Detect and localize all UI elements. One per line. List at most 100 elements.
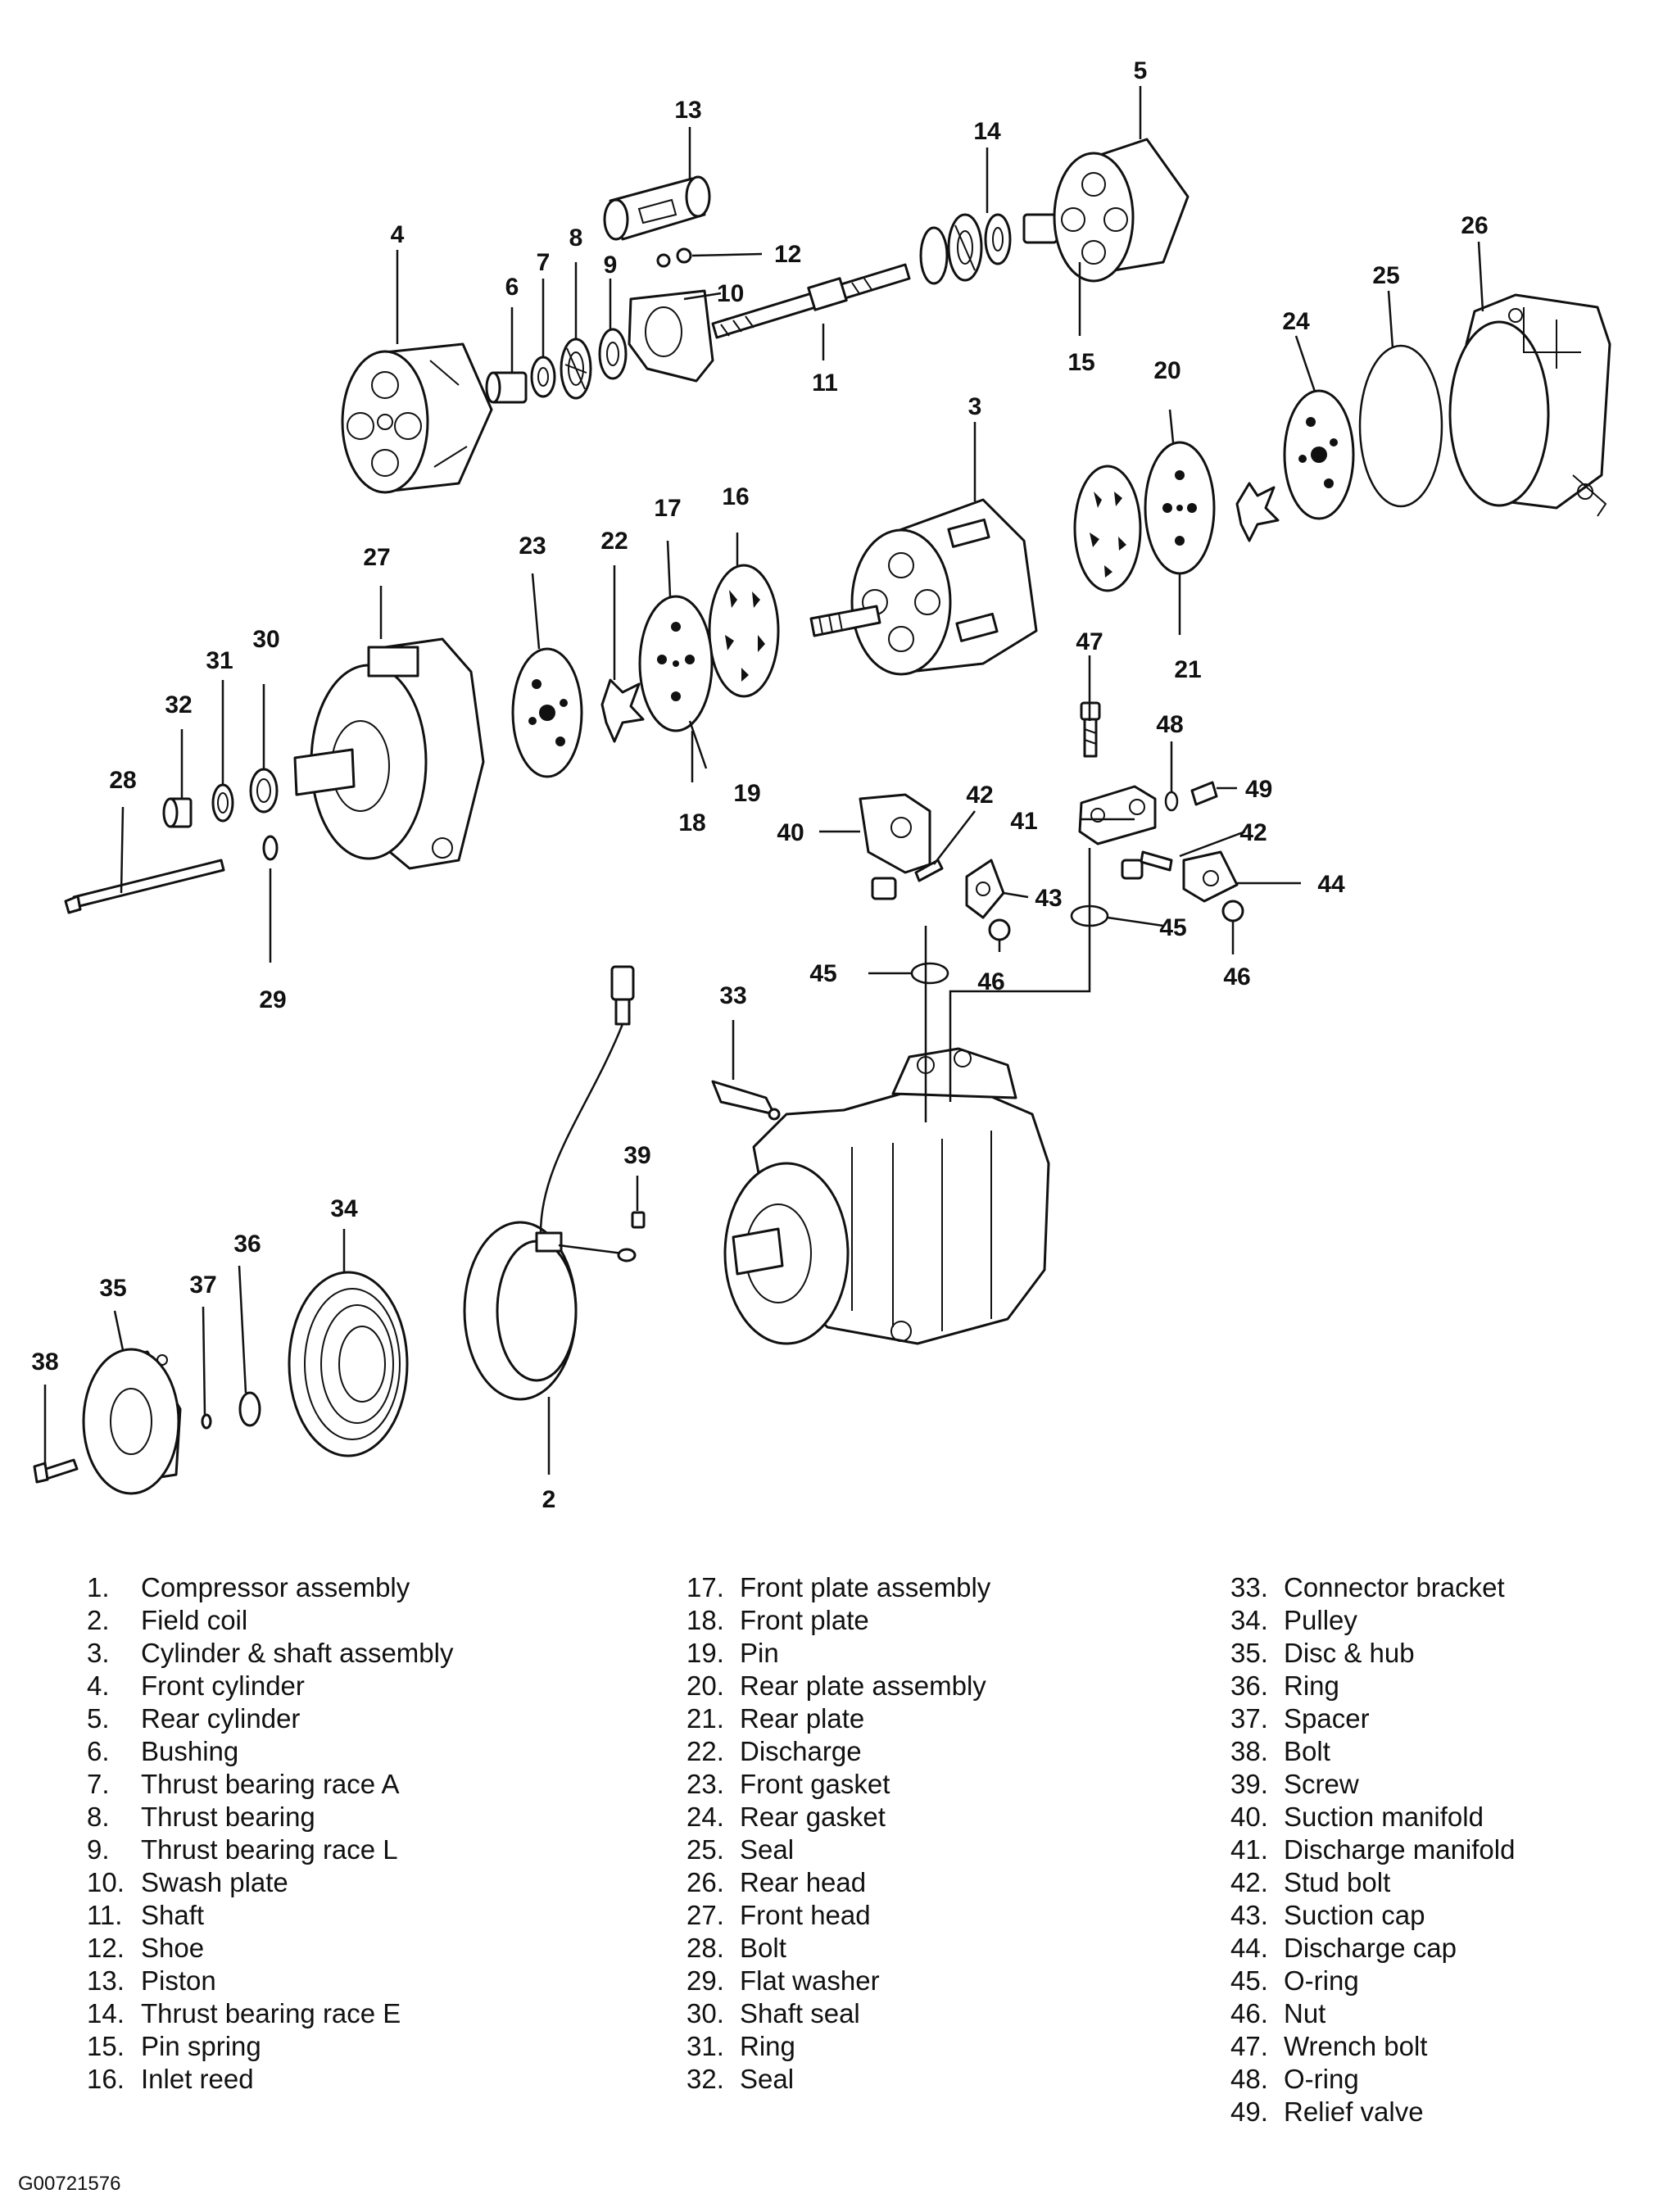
- legend-text: Relief valve: [1284, 2096, 1424, 2127]
- legend-text: Discharge manifold: [1284, 1834, 1516, 1865]
- legend-item: 2. Field coil: [87, 1604, 453, 1637]
- callout-37: 37: [189, 1271, 216, 1299]
- callout-8: 8: [569, 224, 583, 252]
- suction-cap: [965, 859, 1005, 919]
- legend-text: Thrust bearing race E: [141, 1998, 401, 2028]
- legend-text: Field coil: [141, 1605, 248, 1635]
- shaft: [711, 263, 911, 339]
- legend-number: 7.: [87, 1769, 110, 1799]
- legend-item: 27.Front head: [687, 1899, 990, 1932]
- legend-number: 2.: [87, 1605, 110, 1635]
- rear-head: [1448, 293, 1611, 517]
- wrench-bolt: [1080, 701, 1101, 758]
- legend-text: Bolt: [1284, 1736, 1330, 1766]
- legend-text: O-ring: [1284, 1965, 1359, 1996]
- front-gasket: [511, 647, 583, 778]
- bolt-28: [64, 859, 225, 914]
- legend-number: 3.: [87, 1638, 110, 1668]
- legend-number: 24.: [687, 1802, 724, 1832]
- legend-number: 18.: [687, 1605, 724, 1635]
- field-coil: [463, 965, 637, 1401]
- legend-item: 30.Shaft seal: [687, 1997, 990, 2030]
- legend-item: 5.Rear cylinder: [87, 1702, 453, 1735]
- callout-12: 12: [774, 241, 801, 268]
- legend-text: Spacer: [1284, 1703, 1370, 1734]
- legend-text: Rear gasket: [740, 1802, 886, 1832]
- legend-text: Front head: [740, 1900, 871, 1930]
- legend-number: 36.: [1230, 1670, 1268, 1701]
- legend-item: 29.Flat washer: [687, 1965, 990, 1997]
- legend-text: Flat washer: [740, 1965, 880, 1996]
- legend-item: 15.Pin spring: [87, 2030, 453, 2063]
- callout-43: 43: [1035, 885, 1062, 912]
- legend-number: 38.: [1230, 1736, 1268, 1766]
- callout-5: 5: [1134, 57, 1148, 84]
- legend-number: 45.: [1230, 1965, 1268, 1996]
- callout-14: 14: [973, 118, 1001, 145]
- nut-46-left: [988, 918, 1011, 941]
- discharge-manifold: [1078, 785, 1157, 845]
- legend-item: 16.Inlet reed: [87, 2063, 453, 2096]
- legend-item: 17.Front plate assembly: [687, 1571, 990, 1604]
- legend-text: Pulley: [1284, 1605, 1357, 1635]
- discharge-cap: [1182, 850, 1239, 903]
- callout-35: 35: [99, 1275, 126, 1302]
- bushing-rear: [1022, 213, 1058, 244]
- callout-20: 20: [1153, 357, 1180, 384]
- legend-text: Shaft seal: [740, 1998, 860, 2028]
- legend-number: 8.: [87, 1802, 110, 1832]
- legend-number: 9.: [87, 1834, 110, 1865]
- callout-45-left: 45: [809, 960, 836, 987]
- legend-number: 13.: [87, 1965, 125, 1996]
- disc-and-hub: [82, 1348, 182, 1495]
- callout-6: 6: [505, 274, 519, 301]
- callout-33: 33: [719, 982, 746, 1009]
- callout-3: 3: [968, 393, 982, 420]
- legend-number: 31.: [687, 2031, 724, 2061]
- legend-item: 9.Thrust bearing race L: [87, 1834, 453, 1866]
- legend-item: 37.Spacer: [1230, 1702, 1515, 1735]
- exploded-view-diagram: 13 14 5 4 8 12 7 9 6 10 11 15 26 25 24 2…: [31, 57, 1611, 1513]
- seal-32: [162, 797, 193, 828]
- legend-item: 1.Compressor assembly: [87, 1571, 453, 1604]
- ring-36: [238, 1391, 261, 1427]
- legend-text: Front plate: [740, 1605, 869, 1635]
- callout-47: 47: [1076, 628, 1103, 655]
- legend-text: Rear head: [740, 1867, 867, 1897]
- front-head: [293, 637, 485, 870]
- legend-number: 11.: [87, 1900, 123, 1930]
- legend-number: 10.: [87, 1867, 125, 1897]
- callout-27: 27: [363, 544, 390, 571]
- callout-41: 41: [1010, 808, 1037, 835]
- legend-text: Screw: [1284, 1769, 1359, 1799]
- legend-number: 34.: [1230, 1605, 1268, 1635]
- callout-46-right: 46: [1223, 963, 1250, 990]
- legend-item: 19.Pin: [687, 1637, 990, 1670]
- callout-labels: 13 14 5 4 8 12 7 9 6 10 11 15 26 25 24 2…: [31, 57, 1488, 1513]
- legend-text: Rear plate: [740, 1703, 865, 1734]
- legend-text: Shaft: [141, 1900, 205, 1930]
- callout-32: 32: [165, 691, 192, 718]
- legend-item: 13.Piston: [87, 1965, 453, 1997]
- stud-bolt-left: [914, 859, 944, 882]
- callout-29: 29: [259, 986, 286, 1013]
- legend-number: 47.: [1230, 2031, 1268, 2061]
- legend-item: 31.Ring: [687, 2030, 990, 2063]
- callout-10: 10: [717, 280, 744, 307]
- legend-number: 22.: [687, 1736, 724, 1766]
- legend-text: Thrust bearing: [141, 1802, 315, 1832]
- legend-item: 7.Thrust bearing race A: [87, 1768, 453, 1801]
- relief-valve: [1190, 781, 1218, 806]
- legend-text: Discharge cap: [1284, 1933, 1457, 1963]
- legend-number: 16.: [87, 2064, 125, 2094]
- callout-11: 11: [812, 369, 838, 397]
- nut-46-right: [1221, 900, 1244, 922]
- callout-4: 4: [391, 221, 405, 248]
- spacer-pin-right: [1121, 859, 1144, 880]
- legend-item: 42.Stud bolt: [1230, 1866, 1515, 1899]
- callout-48: 48: [1156, 711, 1183, 738]
- legend-item: 39.Screw: [1230, 1768, 1515, 1801]
- legend-text: Nut: [1284, 1998, 1326, 2028]
- legend-item: 38. Bolt: [1230, 1735, 1515, 1768]
- legend-number: 17.: [687, 1572, 724, 1602]
